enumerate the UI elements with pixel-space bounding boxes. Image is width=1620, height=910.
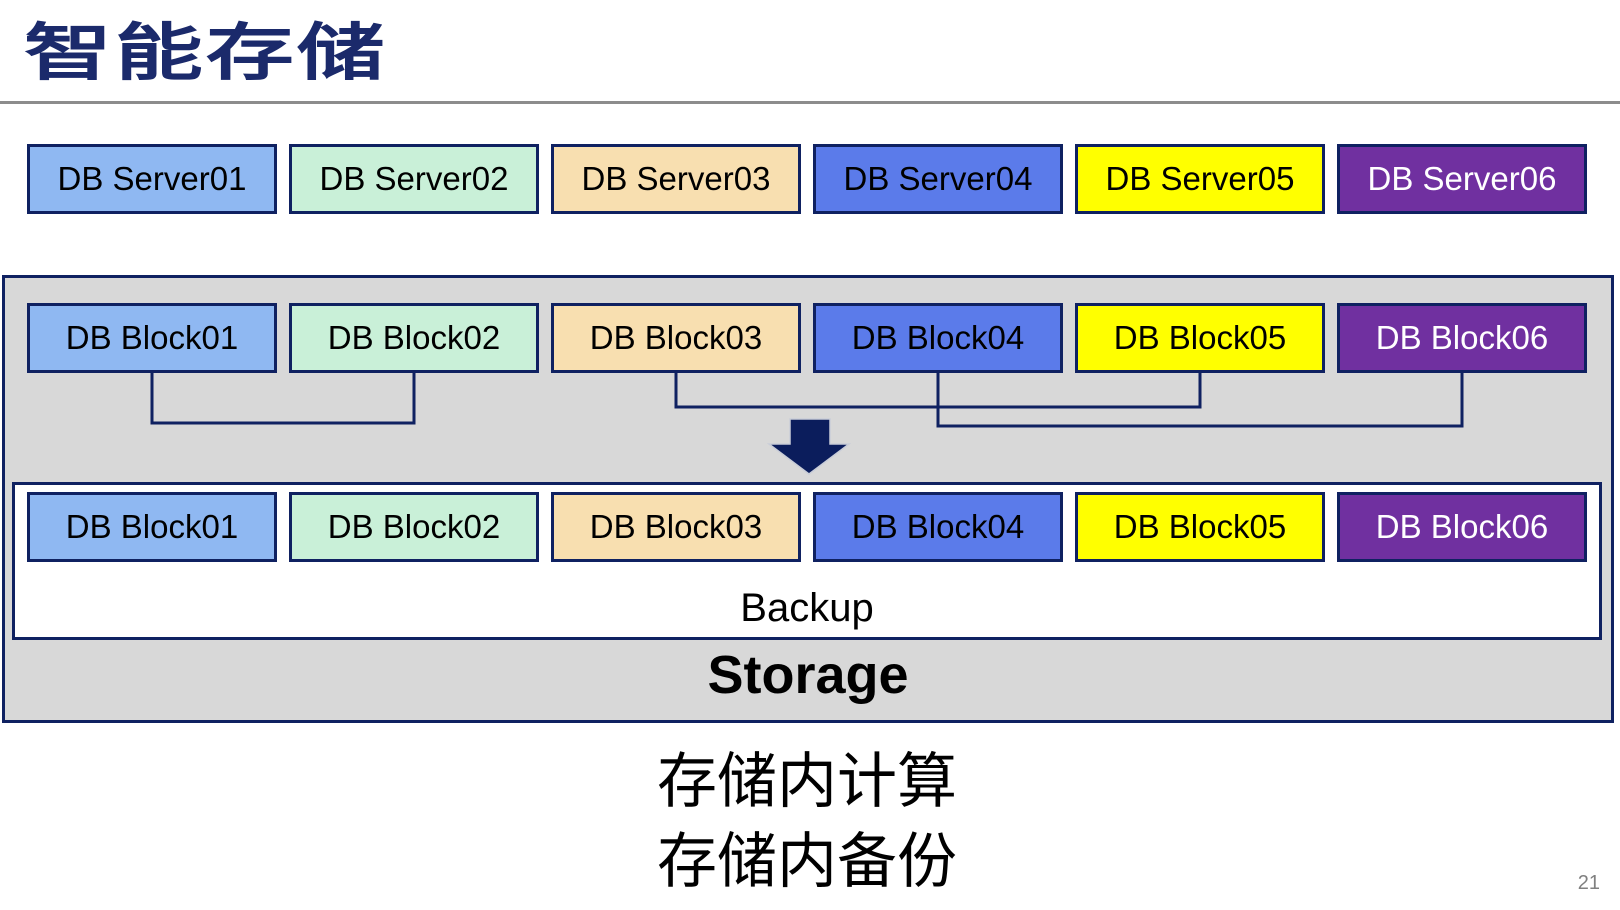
db-block-backup01-box: DB Block01 <box>27 492 277 562</box>
db-server04-box: DB Server04 <box>813 144 1063 214</box>
db-block-top03-box: DB Block03 <box>551 303 801 373</box>
db-block-backup02-box: DB Block02 <box>289 492 539 562</box>
db-block-backup06-box: DB Block06 <box>1337 492 1587 562</box>
db-block-top02-box: DB Block02 <box>289 303 539 373</box>
storage-label: Storage <box>707 645 909 705</box>
page-title: 智能存储 <box>24 19 388 88</box>
db-block-top05-box: DB Block05 <box>1075 303 1325 373</box>
db-server05-box: DB Server05 <box>1075 144 1325 214</box>
db-block-top06-box: DB Block06 <box>1337 303 1587 373</box>
annotation-line-1: 存储内计算 <box>657 748 957 815</box>
annotation-line-2: 存储内备份 <box>657 828 957 895</box>
db-server03-box: DB Server03 <box>551 144 801 214</box>
backup-label: Backup <box>740 586 874 630</box>
db-block-backup03-box: DB Block03 <box>551 492 801 562</box>
db-server02-box: DB Server02 <box>289 144 539 214</box>
title-underline <box>0 101 1620 104</box>
db-block-top04-box: DB Block04 <box>813 303 1063 373</box>
page-number: 21 <box>1577 872 1600 894</box>
db-server01-box: DB Server01 <box>27 144 277 214</box>
db-block-top01-box: DB Block01 <box>27 303 277 373</box>
db-block-backup05-box: DB Block05 <box>1075 492 1325 562</box>
annotation-text: 存储内计算 存储内备份 <box>657 742 957 902</box>
db-server06-box: DB Server06 <box>1337 144 1587 214</box>
db-block-backup04-box: DB Block04 <box>813 492 1063 562</box>
